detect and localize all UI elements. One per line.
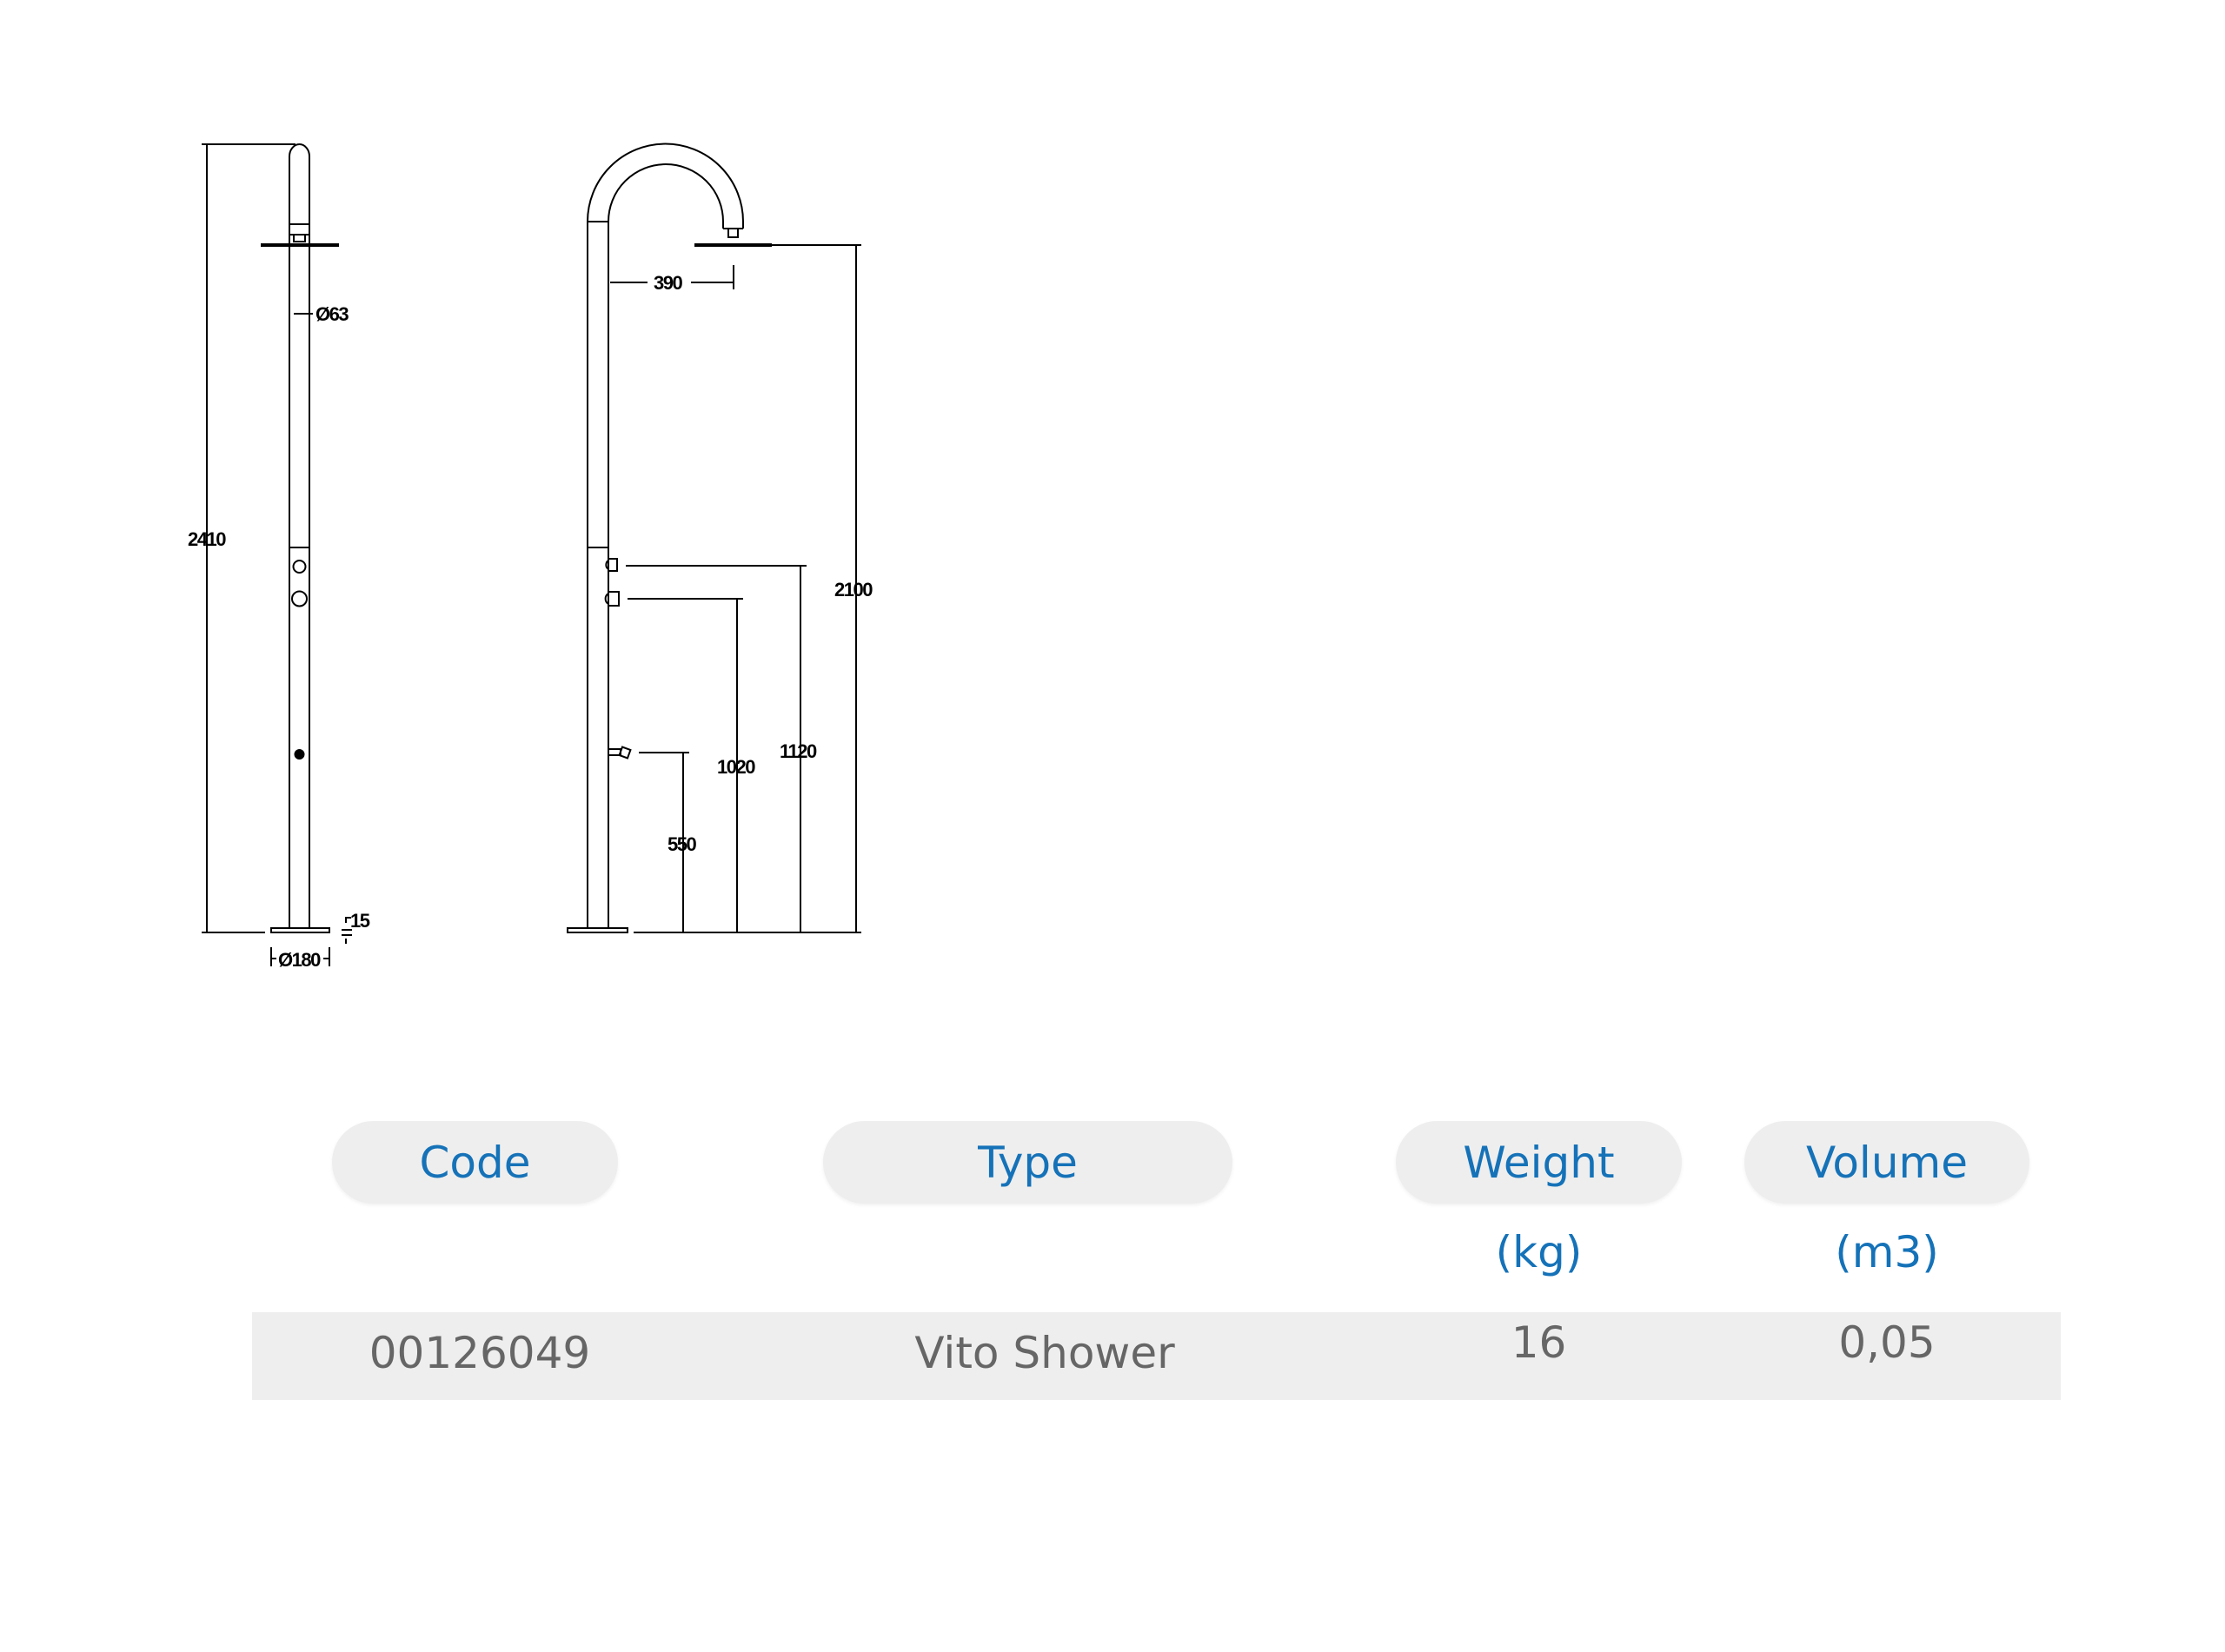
cell-volume: 0,05 [1838, 1317, 1936, 1368]
header-volume: Volume [1744, 1121, 2029, 1204]
dim-base-diameter: Ø180 [278, 949, 321, 971]
cell-weight: 16 [1511, 1317, 1567, 1368]
dim-reach: 390 [654, 272, 682, 294]
header-code: Code [332, 1121, 618, 1204]
front-view [202, 143, 352, 966]
dim-lower-valve: 1020 [717, 756, 755, 778]
cell-code: 00126049 [369, 1328, 591, 1378]
unit-volume: (m3) [1835, 1227, 1939, 1277]
header-weight: Weight [1396, 1121, 1682, 1204]
table-row [252, 1312, 2061, 1400]
side-view [567, 143, 861, 933]
unit-weight: (kg) [1495, 1227, 1583, 1277]
dim-upper-valve: 1120 [780, 740, 817, 762]
dim-base-thickness: 15 [350, 910, 370, 932]
dim-foot-tap: 550 [668, 833, 696, 855]
dim-head-height: 2100 [834, 579, 873, 600]
header-type: Type [823, 1121, 1232, 1204]
cell-type: Vito Shower [914, 1328, 1175, 1378]
dim-pipe-diameter: Ø63 [315, 303, 349, 325]
dim-total-height: 2410 [188, 528, 226, 550]
